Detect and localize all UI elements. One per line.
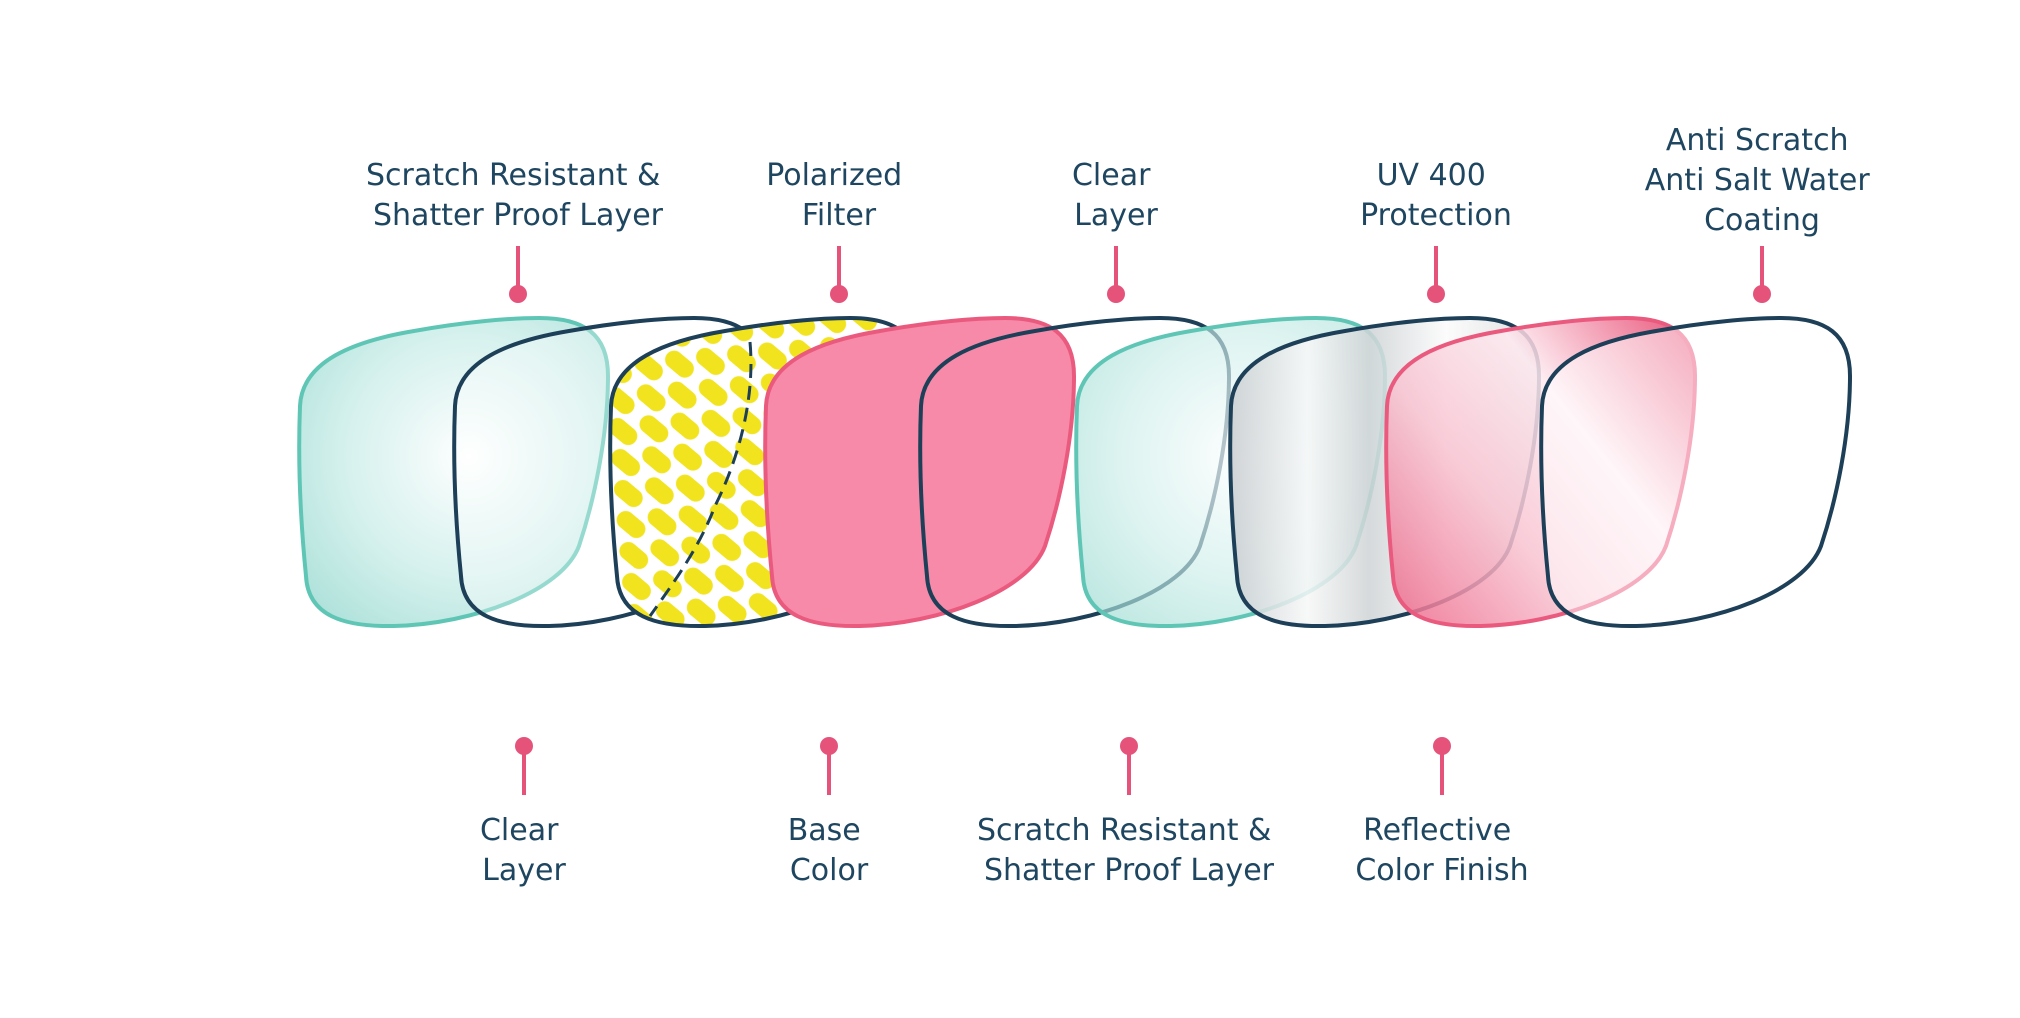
label-top-scratch-resistant: Scratch Resistant & Shatter Proof Layer [366,158,670,233]
connector-top-4 [1427,246,1445,303]
connector-bottom-2 [820,737,838,795]
connector-bottom-3 [1120,737,1138,795]
label-line: Scratch Resistant & [366,158,660,193]
label-line: Color [790,853,869,888]
connector-top-1 [509,246,527,303]
label-top-clear-layer: Clear Layer [1072,158,1160,233]
label-line: Layer [482,853,566,888]
label-bottom-base-color: Base Color [788,813,871,888]
label-line: Layer [1074,198,1158,233]
polarized-dashed-line [648,341,753,617]
label-top-uv400: UV 400 Protection [1360,158,1512,233]
label-line: Coating [1704,203,1820,238]
label-line: UV 400 [1377,158,1486,193]
lens-9-anti-scratch-outline [1539,316,1852,629]
label-top-anti-scratch: Anti Scratch Anti Salt Water Coating [1645,123,1879,238]
label-line: Reflective [1363,813,1511,848]
label-line: Anti Scratch [1666,123,1849,158]
label-line: Color Finish [1355,853,1528,888]
label-bottom-scratch-resistant: Scratch Resistant & Shatter Proof Layer [977,813,1281,888]
label-line: Base [788,813,861,848]
connector-top-5 [1753,246,1771,303]
label-line: Anti Salt Water [1645,163,1871,198]
label-line: Clear [480,813,559,848]
lens-3-polarized-filter [608,316,921,629]
label-line: Clear [1072,158,1151,193]
label-line: Filter [802,198,877,233]
label-line: Polarized [766,158,902,193]
label-line: Protection [1360,198,1512,233]
connector-bottom-4 [1433,737,1451,795]
connector-top-2 [830,246,848,303]
label-top-polarized-filter: Polarized Filter [766,158,912,233]
label-bottom-reflective-finish: Reflective Color Finish [1355,813,1528,888]
label-bottom-clear-layer: Clear Layer [480,813,568,888]
connector-top-3 [1107,246,1125,303]
label-line: Scratch Resistant & [977,813,1271,848]
label-line: Shatter Proof Layer [984,853,1275,888]
label-line: Shatter Proof Layer [373,198,664,233]
connector-bottom-1 [515,737,533,795]
